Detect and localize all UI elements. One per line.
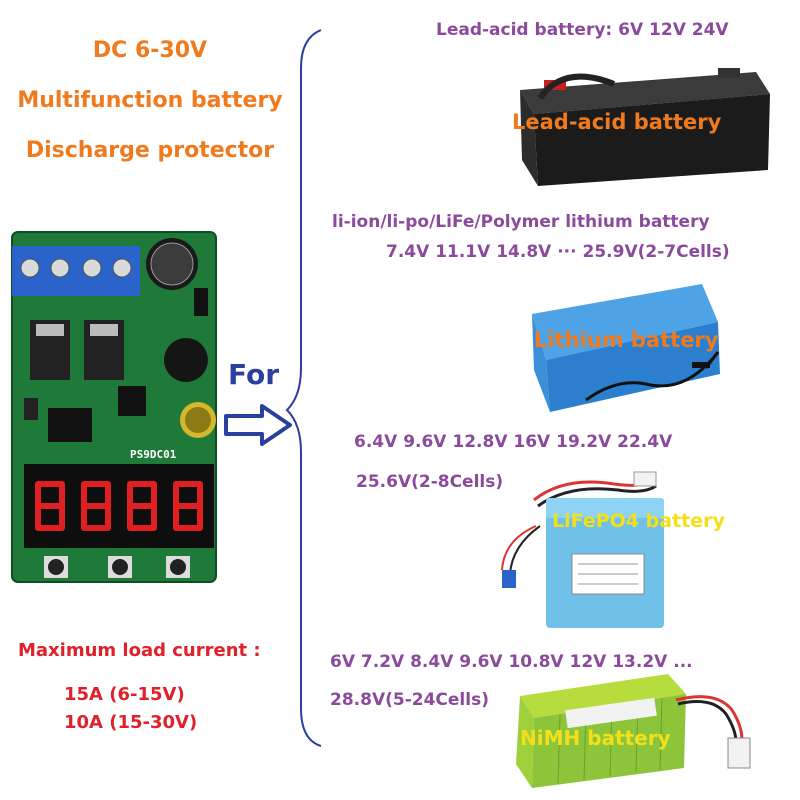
lead-acid-battery-image bbox=[504, 54, 776, 188]
lithium-label: Lithium battery bbox=[534, 328, 719, 352]
title-line-2: Multifunction battery bbox=[17, 88, 283, 113]
protector-board-image: PS9DC01 bbox=[8, 228, 220, 586]
nimh-spec-2: 28.8V(5-24Cells) bbox=[330, 690, 489, 710]
lithium-spec-1: li-ion/li-po/LiFe/Polymer lithium batter… bbox=[332, 212, 710, 232]
lithium-spec-2: 7.4V 11.1V 14.8V ··· 25.9V(2-7Cells) bbox=[386, 242, 730, 262]
current-line-1: 15A (6-15V) bbox=[64, 684, 185, 705]
current-line-2: 10A (15-30V) bbox=[64, 712, 198, 733]
title-line-1: DC 6-30V bbox=[92, 38, 208, 63]
lifepo4-spec-1: 6.4V 9.6V 12.8V 16V 19.2V 22.4V bbox=[354, 432, 673, 452]
nimh-battery-image bbox=[506, 660, 770, 792]
lead-acid-label: Lead-acid battery bbox=[512, 110, 722, 134]
for-label: For bbox=[228, 358, 280, 391]
lifepo4-label: LiFePO4 battery bbox=[552, 510, 725, 532]
board-label: PS9DC01 bbox=[130, 448, 177, 461]
grouping-bracket bbox=[285, 28, 325, 748]
lifepo4-spec-2: 25.6V(2-8Cells) bbox=[356, 472, 504, 492]
lifepo4-battery-image bbox=[494, 470, 674, 636]
lithium-battery-image bbox=[506, 274, 728, 416]
max-current-label: Maximum load current : bbox=[18, 640, 261, 661]
arrow-right-icon bbox=[222, 402, 294, 448]
title-line-3: Discharge protector bbox=[25, 138, 275, 163]
nimh-spec-1: 6V 7.2V 8.4V 9.6V 10.8V 12V 13.2V ... bbox=[330, 652, 693, 672]
nimh-label: NiMH battery bbox=[520, 726, 671, 750]
lead-acid-spec: Lead-acid battery: 6V 12V 24V bbox=[436, 20, 729, 40]
